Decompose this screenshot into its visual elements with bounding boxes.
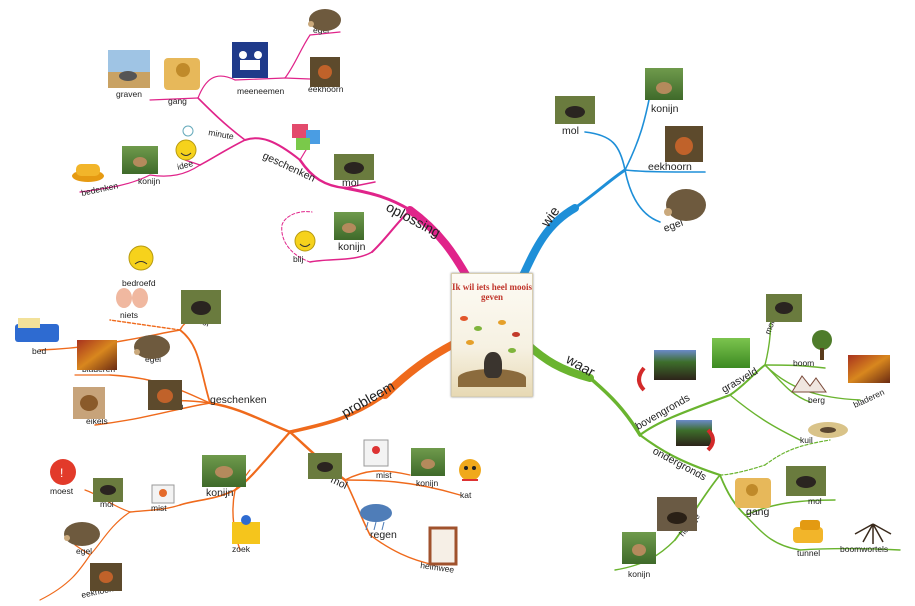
waar-ondergronds-label: ondergronds xyxy=(651,445,709,483)
lightbulb-icon xyxy=(182,125,194,137)
pro-moest-label: moest xyxy=(50,486,74,496)
searching-icon xyxy=(232,515,260,544)
cat-icon xyxy=(459,459,481,481)
book-cover: Ik wil iets heel moois geven xyxy=(451,273,533,397)
gifts-icon xyxy=(292,124,320,150)
tunnel-tubes-icon xyxy=(793,520,823,543)
svg-text:!: ! xyxy=(60,466,63,480)
teacup-icon xyxy=(72,164,104,182)
waar-bladeren-label: bladeren xyxy=(852,387,886,410)
person-missing-icon xyxy=(151,484,175,504)
pro-zoek-label: zoek xyxy=(232,544,251,554)
pro-egel-label: egel xyxy=(145,354,161,364)
waar-berg-label: berg xyxy=(808,395,825,405)
branch-oplossing xyxy=(79,31,474,286)
sharing-icon xyxy=(232,42,268,78)
picture-frame-icon xyxy=(428,526,458,566)
acorns-icon xyxy=(73,387,105,419)
sad-smiley-icon xyxy=(128,245,154,271)
opl-gang-label: gang xyxy=(168,96,187,106)
underground-icon xyxy=(676,420,715,452)
pro-bedroefd-label: bedroefd xyxy=(122,278,156,288)
opl-eekhoorn-label: eekhoorn xyxy=(308,84,344,94)
pro-bed-label: bed xyxy=(32,346,46,356)
opl-graven-label: graven xyxy=(116,89,142,99)
waar-boom-label: boom xyxy=(793,358,814,368)
pro-geschenken-label: geschenken xyxy=(210,394,267,406)
mole-digging-icon xyxy=(108,50,150,88)
grass-field-icon xyxy=(712,338,750,368)
pro-mist2-label: mist xyxy=(376,470,392,480)
waar-tunnel-label: tunnel xyxy=(797,548,820,558)
burrow-hole-icon xyxy=(808,422,848,438)
rabbit-picture-icon xyxy=(122,68,683,564)
rain-cloud-icon xyxy=(360,504,392,531)
pro-regen-label: regen xyxy=(370,529,397,541)
squirrel-picture-icon xyxy=(90,57,703,591)
waar-grasveld-label: grasveld xyxy=(720,365,761,395)
waar-kuil-label: kuil xyxy=(800,435,813,445)
label-probleem: probleem xyxy=(339,378,398,421)
pro-kat-label: kat xyxy=(460,490,472,500)
book-title: Ik wil iets heel moois geven xyxy=(452,282,532,302)
label-wie: wie xyxy=(537,203,563,230)
tree-roots-icon xyxy=(854,523,892,544)
waar-mol-label: mol xyxy=(808,496,822,506)
branch-wie xyxy=(516,94,706,286)
tunnel-scene-icon xyxy=(735,478,771,508)
pro-niets-label: niets xyxy=(120,310,138,320)
pro-mist-label: mist xyxy=(151,503,167,513)
tunnel-mole-icon xyxy=(164,58,200,90)
wie-eekhoorn-label: eekhoorn xyxy=(648,161,692,173)
pro-egel2-label: egel xyxy=(76,546,92,556)
waar-konijn-label: konijn xyxy=(628,569,650,579)
bed-icon xyxy=(15,318,59,342)
pro-eikels-label: eikels xyxy=(86,416,108,426)
hedgehog-picture-icon xyxy=(64,9,706,546)
opl-idee-label: idee xyxy=(176,158,194,172)
mole-hill-illustration xyxy=(458,369,526,387)
missing-poster-icon xyxy=(363,439,389,467)
waar-gang-label: gang xyxy=(746,506,770,518)
opl-konijn-label: konijn xyxy=(338,241,366,253)
mole-picture-icon xyxy=(93,96,826,502)
happy-smiley-icon xyxy=(175,139,316,252)
warning-icon: ! xyxy=(50,459,76,485)
pro-konijn-label: konijn xyxy=(206,487,234,499)
wie-konijn-label: konijn xyxy=(651,103,679,115)
opl-geschenken-label: geschenken xyxy=(261,150,318,185)
opl-meeneemen-label: meeneemen xyxy=(237,86,285,96)
surface-landscape-icon xyxy=(637,350,696,392)
wie-mol-label: mol xyxy=(562,125,579,137)
empty-hands-icon xyxy=(116,288,148,308)
pro-konijn2-label: konijn xyxy=(416,478,438,488)
label-oplossing: oplossing xyxy=(384,199,444,241)
mountain-icon xyxy=(791,375,827,393)
pro-mol2-label: mol xyxy=(100,499,114,509)
opl-bedenken-label: bedenken xyxy=(80,180,119,198)
opl-konijn2-label: konijn xyxy=(138,176,160,186)
leaves-pile-icon xyxy=(77,340,890,383)
opl-blij-label: blij xyxy=(293,254,304,264)
waar-boomwortels-label: boomwortels xyxy=(840,544,888,554)
tree-icon xyxy=(812,330,832,360)
mole-illustration xyxy=(484,352,502,378)
den-hole-icon xyxy=(657,497,697,531)
opl-minute-label: minute xyxy=(208,127,235,141)
